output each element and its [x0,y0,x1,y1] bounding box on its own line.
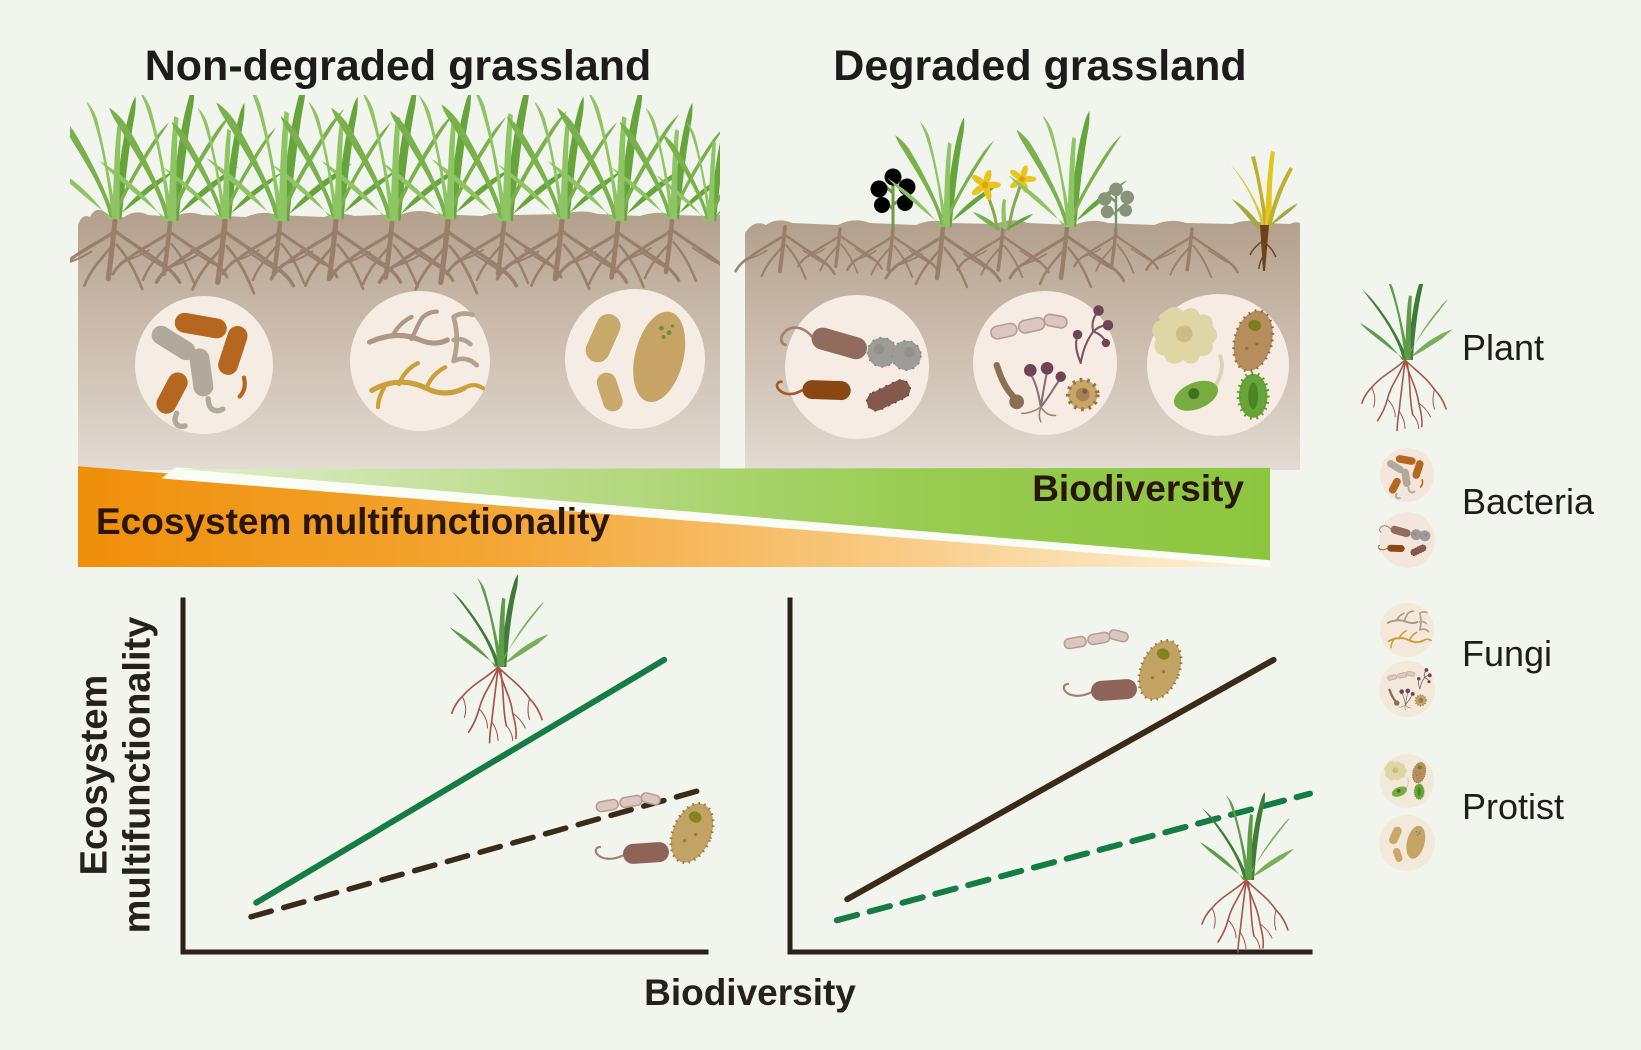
right-panel-title: Degraded grassland [833,42,1247,90]
plant-icon [1199,791,1295,953]
legend-bacteria-icons [1378,448,1435,568]
legend-plant-icon [1359,284,1453,432]
right-microbe-trend-line [844,656,1277,903]
x-axis-label: Biodiversity [644,972,856,1013]
legend-fungi-icons [1379,603,1435,717]
legend-protist-label: Protist [1462,786,1565,827]
non-degraded-grassland-illustration [70,95,720,470]
legend-protist-icons [1379,754,1435,871]
soil-microbes-icon [1061,624,1191,708]
left-plot-axes [180,597,709,955]
right-plot-axes [787,597,1313,955]
round-leaf-plant-icon [869,167,917,231]
soil-microbes-icon [593,787,723,871]
left-microbe-trend-line [248,787,704,920]
degraded-grassland-illustration [733,110,1300,470]
right-plant-trend-line [833,790,1313,924]
tradeoff-wedge: Ecosystem multifunctionality Biodiversit… [78,455,1270,567]
dense-grass-sward [70,95,720,221]
legend-bacteria-label: Bacteria [1462,481,1595,522]
biodiversity-multifunctionality-plots [180,575,1313,955]
legend-fungi-label: Fungi [1462,633,1553,674]
left-panel-title: Non-degraded grassland [144,42,652,90]
ecosystem-multifunctionality-label: Ecosystem multifunctionality [96,501,610,542]
left-plant-trend-line [253,656,668,906]
legend-plant-label: Plant [1462,327,1545,368]
biodiversity-wedge-label: Biodiversity [1032,468,1244,509]
y-axis-label: Ecosystem multifunctionality [73,616,158,934]
plant-icon [448,575,550,744]
